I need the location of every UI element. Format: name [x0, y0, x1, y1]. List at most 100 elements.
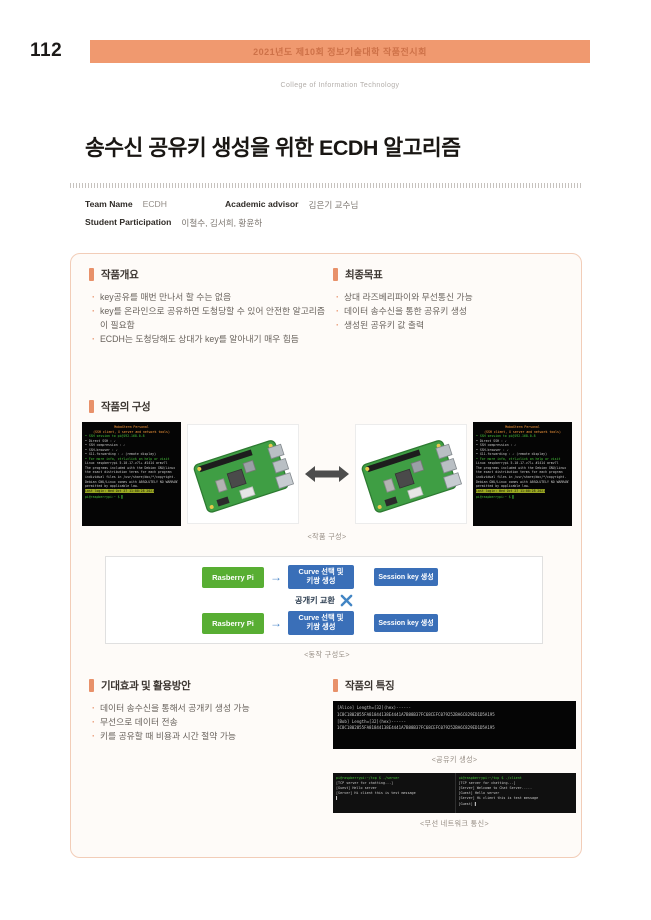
team-name-label: Team Name [85, 199, 133, 209]
section-composition: 작품의 구성 MobaXterm Personal(SSH client, X … [71, 399, 583, 660]
raspberry-pi-box: Rasberry Pi [202, 566, 264, 588]
terminal-line: permitted by applicable law. [85, 484, 139, 489]
terminal-line: (SSH client, X server and network tools) [93, 429, 170, 434]
diagram-caption: <동작 구성도> [304, 650, 350, 659]
diagram-exchange: 공개키 교환 [106, 591, 542, 609]
terminal-line: [Guest] ▌ [458, 801, 477, 806]
composition-image-row: MobaXterm Personal(SSH client, X server … [71, 422, 583, 526]
terminal-line: • SSH session to pi@192.168.0.8 [85, 434, 145, 439]
right-arrow-icon: → [270, 570, 282, 584]
terminal-line: • SSH compression : ✓ [85, 443, 126, 448]
terminal-line: 1C8C1802855FA81844138E4441A7B88B37FC68CE… [337, 711, 495, 717]
bullet-text: key공유를 매번 만나서 할 수는 없음 [99, 292, 232, 302]
raspberry-pi-image-left [187, 424, 299, 524]
overview-bullets: · key공유를 매번 만나서 할 수는 없음 · key를 온라인으로 공유하면 도… [89, 290, 329, 346]
features-header: 작품의 특징 [333, 678, 579, 693]
terminal-line: Linux raspberrypi 5.10.17-v7l+ #1414 arm… [85, 461, 168, 466]
expected-bullets: ·데이터 송수신을 통해서 공개키 생성 가능·무선으로 데이터 전송·키를 공… [89, 701, 329, 743]
operation-diagram: Rasberry Pi → Curve 선택 및 키쌍 생성 Session key … [105, 556, 543, 644]
section-bar-icon [89, 268, 94, 281]
terminal-line: • X11-forwarding : ✓ (remote display) [85, 452, 157, 457]
content-box: 작품개요 · key공유를 매번 만나서 할 수는 없음 · key를 온라인으로 공… [70, 253, 582, 858]
terminal-line: ▌ [336, 796, 339, 801]
terminal-line: The programs included with the Debian GN… [476, 465, 567, 470]
features-title: 작품의 특징 [345, 680, 395, 692]
bullet-item: · 무선으로 데이터 전송 [89, 715, 329, 729]
terminal-line: [TCP server for chatting...] [458, 781, 516, 786]
terminal-line: Last login: Wed Oct 27 11:00:28 2021 [85, 488, 155, 494]
chat-client-pane: pi@raspberrypi:~/tcp $ ./client[TCP serv… [454, 773, 577, 813]
terminal-line: individual files in /usr/share/doc/*/cop… [85, 475, 176, 480]
terminal-line: [Server] Hi client this is test message [336, 791, 416, 796]
bullet-dot-icon: · [336, 320, 339, 331]
bullet-text: 무선으로 데이터 전송 [99, 717, 178, 728]
composition-caption: <작품 구성> [307, 532, 347, 541]
section-bar-icon [333, 268, 338, 281]
bullet-text: 키를 공유할 때 비용과 시간 절약 가능 [99, 731, 236, 742]
terminal-line: MobaXterm Personal [114, 425, 149, 429]
page-number: 112 [30, 40, 63, 61]
raspberry-pi-image-right [355, 424, 467, 524]
raspberry-pi-box: Rasberry Pi [202, 612, 264, 634]
bullet-item: ·데이터 송수신을 통한 공유키 생성 [333, 304, 571, 318]
chat-terminal-screenshot: pi@raspberrypi:~/tcp $ ./server[TCP serv… [333, 773, 576, 813]
section-bar-icon [333, 679, 338, 692]
overview-header: 작품개요 [89, 267, 329, 282]
section-expected: 기대효과 및 활용방안 ·데이터 송수신을 통해서 공개키 생성 가능·무선으로… [89, 678, 329, 743]
goals-header: 최종목표 [333, 267, 571, 282]
team-row-1: Team Name ECDH Academic advisor 김은기 교수님 [85, 199, 585, 211]
terminal-line: [Guest] Hello server [336, 786, 377, 791]
exchange-x-icon [340, 594, 353, 606]
terminal-line: the exact distribution terms for each pr… [85, 470, 172, 475]
terminal-line: • SSH session to pi@192.168.0.8 [476, 434, 536, 439]
bullet-dot-icon: · [92, 306, 95, 317]
goals-title: 최종목표 [345, 269, 383, 281]
terminal-line: permitted by applicable law. [476, 484, 530, 489]
curve-keypair-box: Curve 선택 및 키쌍 생성 [288, 565, 354, 589]
terminal-line: [Alice] Length=[32](hex)------ [337, 705, 411, 710]
network-caption: <무선 네트워크 통신> [420, 819, 489, 828]
diagram-row-top: Rasberry Pi → Curve 선택 및 키쌍 생성 Session key … [106, 563, 542, 591]
session-key-box: Session key 생성 [374, 568, 438, 586]
team-row-2: Student Participation 이철수, 김서희, 황윤하 [85, 217, 585, 229]
terminal-line: (SSH client, X server and network tools) [484, 429, 561, 434]
bullet-dot-icon: · [92, 731, 95, 742]
bullet-item: · key를 온라인으로 공유하면 도청당할 수 있어 안전한 알고리즘이 필요함 [89, 304, 329, 332]
terminal-line: Debian GNU/Linux comes with ABSOLUTELY N… [476, 479, 569, 484]
bidirectional-arrow-icon [305, 466, 349, 482]
curve-keypair-box: Curve 선택 및 키쌍 생성 [288, 611, 354, 635]
bullet-item: · key공유를 매번 만나서 할 수는 없음 [89, 290, 329, 304]
terminal-line: [Bob] Length=[32](hex)------ [337, 718, 407, 724]
exchange-label: 공개키 교환 [295, 596, 335, 605]
raspberry-pi-board-graphic [193, 440, 295, 513]
terminal-line: The programs included with the Debian GN… [85, 465, 176, 470]
terminal-line: • X11-forwarding : ✓ (remote display) [476, 452, 548, 457]
advisor-value: 김은기 교수님 [308, 200, 359, 210]
terminal-line: [TCP server for chatting...] [336, 781, 394, 786]
terminal-line: • For more info, ctrl+click on help or v… [476, 456, 561, 461]
bullet-dot-icon: · [92, 292, 95, 302]
terminal-line: • Direct SSH : ✓ [476, 438, 507, 443]
shared-key-caption: <공유키 생성> [431, 755, 478, 764]
header-banner: 2021년도 제10회 정보기술대학 작품전시회 [90, 40, 590, 63]
terminal-line: • SSH compression : ✓ [476, 443, 517, 448]
terminal-line: • Direct SSH : ✓ [85, 438, 116, 443]
terminal-line: pi@raspberrypi:~/tcp $ ./client [458, 776, 522, 780]
section-features: 작품의 특징 [Alice] Length=[32](hex)------1C8… [333, 678, 579, 829]
terminal-line: [Guest] Hello server [458, 791, 500, 796]
terminal-line: Linux raspberrypi 5.10.17-v7l+ #1414 arm… [476, 461, 559, 466]
section-overview: 작품개요 · key공유를 매번 만나서 할 수는 없음 · key를 온라인으로 공… [89, 267, 329, 346]
expected-title: 기대효과 및 활용방안 [101, 680, 191, 692]
bullet-dot-icon: · [92, 703, 95, 713]
shared-key-terminal-screenshot: [Alice] Length=[32](hex)------1C8C180285… [333, 701, 576, 749]
bullet-dot-icon: · [92, 717, 95, 728]
hatched-divider [70, 183, 582, 188]
bullet-text: key를 온라인으로 공유하면 도청당할 수 있어 안전한 알고리즘이 필요함 [99, 306, 325, 331]
expected-header: 기대효과 및 활용방안 [89, 678, 329, 693]
composition-title: 작품의 구성 [101, 401, 151, 413]
team-name-value: ECDH [142, 199, 167, 209]
ssh-terminal-screenshot-left: MobaXterm Personal(SSH client, X server … [82, 422, 181, 526]
ssh-terminal-screenshot-right: MobaXterm Personal(SSH client, X server … [473, 422, 572, 526]
terminal-line: pi@raspberrypi:~/tcp $ ./server [336, 776, 400, 780]
